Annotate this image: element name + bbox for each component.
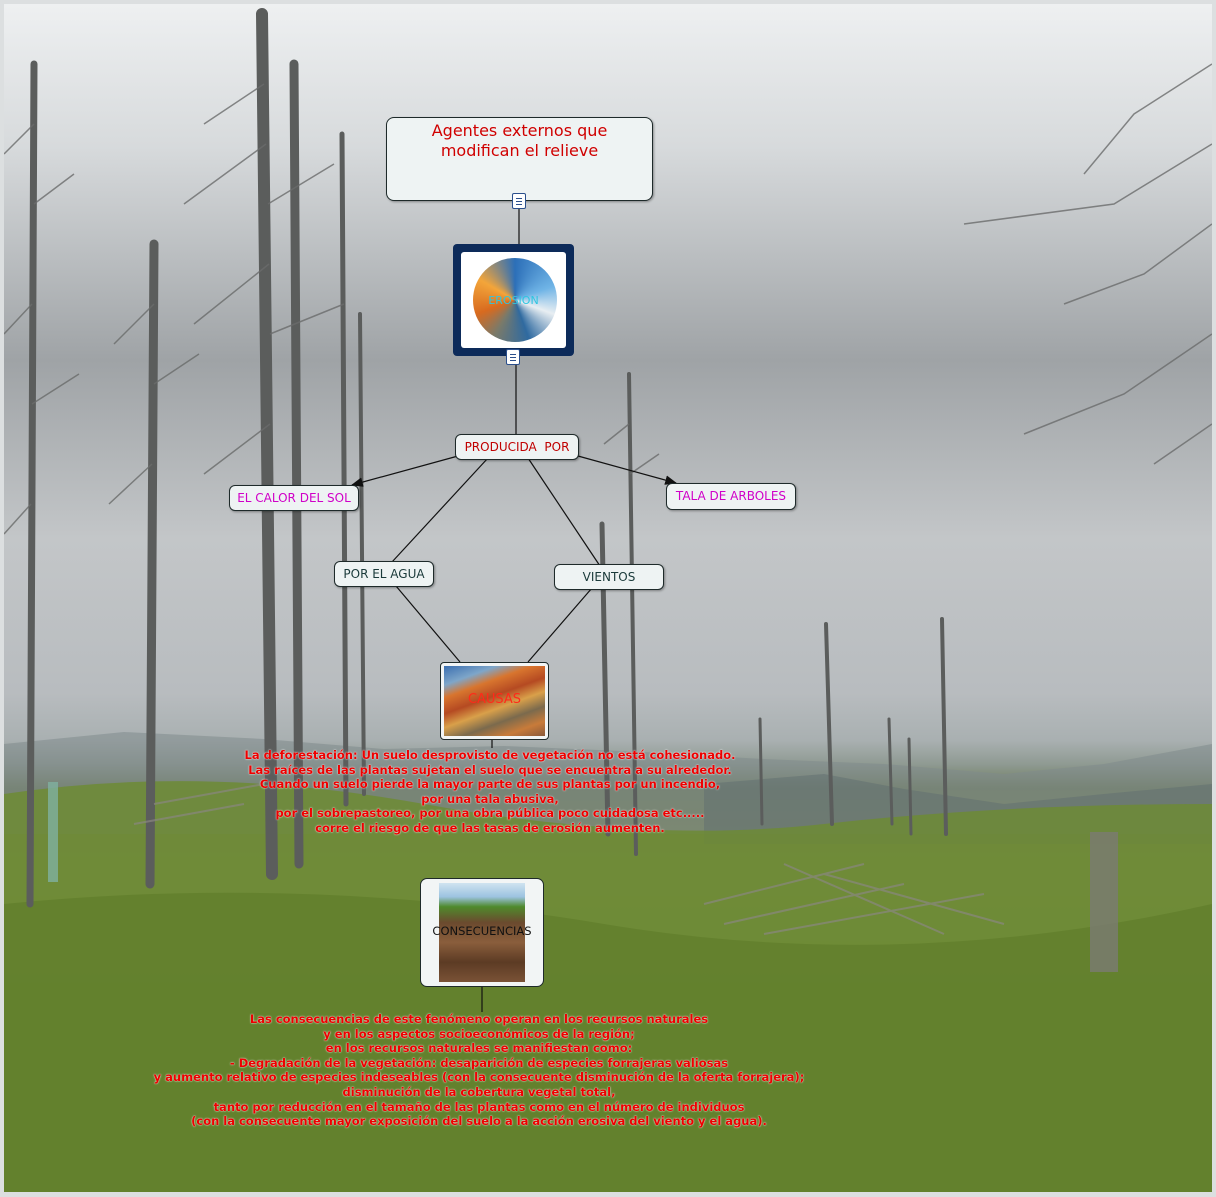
causas-label: CAUSAS [444,692,545,707]
por-el-agua-node[interactable]: POR EL AGUA [334,561,434,587]
causas-line: Las raíces de las plantas sujetan el sue… [200,763,780,778]
consecuencias-line: disminución de la cobertura vegetal tota… [120,1085,838,1100]
erosion-image: EROSION [461,252,566,348]
consecuencias-image-node[interactable]: CONSECUENCIAS [420,878,544,987]
consecuencias-line: (con la consecuente mayor exposición del… [120,1114,838,1129]
vientos-label: VIENTOS [555,565,663,589]
link-vientos-causas [528,588,592,662]
causas-line: corre el riesgo de que las tasas de eros… [200,821,780,836]
link-agua-causas [396,586,460,662]
arrow-to-tala [578,456,676,483]
document-icon[interactable] [512,193,526,209]
consecuencias-line: - Degradación de la vegetación: desapari… [120,1056,838,1071]
vientos-node[interactable]: VIENTOS [554,564,664,590]
causas-line: por una tala abusiva, [200,792,780,807]
consecuencias-line: en los recursos naturales se manifiestan… [120,1041,838,1056]
erosion-label: EROSION [461,294,566,307]
consecuencias-paragraph: Las consecuencias de este fenómeno opera… [120,1012,838,1129]
tala-de-arboles-label: TALA DE ARBOLES [667,484,795,509]
producida-por-label: PRODUCIDA POR [456,435,578,459]
consecuencias-line: Las consecuencias de este fenómeno opera… [120,1012,838,1027]
causas-image: CAUSAS [444,666,545,736]
consecuencias-label: CONSECUENCIAS [421,924,543,938]
erosion-image-node[interactable]: EROSION [453,244,574,356]
por-el-agua-label: POR EL AGUA [335,562,433,586]
causas-line: Cuando un suelo pierde la mayor parte de… [200,777,780,792]
link-to-agua [392,458,488,562]
title-node[interactable]: Agentes externos que modifican el reliev… [386,117,653,201]
causas-line: La deforestación: Un suelo desprovisto d… [200,748,780,763]
causas-paragraph: La deforestación: Un suelo desprovisto d… [200,748,780,836]
consecuencias-line: y en los aspectos socioeconómicos de la … [120,1027,838,1042]
link-to-vientos [528,458,600,566]
document-icon[interactable] [506,349,520,365]
causas-line: por el sobrepastoreo, por una obra públi… [200,806,780,821]
tala-de-arboles-node[interactable]: TALA DE ARBOLES [666,483,796,510]
title-text: Agentes externos que modifican el reliev… [387,121,652,161]
causas-image-node[interactable]: CAUSAS [440,662,549,740]
producida-por-node[interactable]: PRODUCIDA POR [455,434,579,460]
consecuencias-line: tanto por reducción en el tamaño de las … [120,1100,838,1115]
calor-del-sol-label: EL CALOR DEL SOL [230,486,358,510]
consecuencias-line: y aumento relativo de especies indeseabl… [120,1070,838,1085]
arrow-to-calor [352,456,458,485]
calor-del-sol-node[interactable]: EL CALOR DEL SOL [229,485,359,511]
